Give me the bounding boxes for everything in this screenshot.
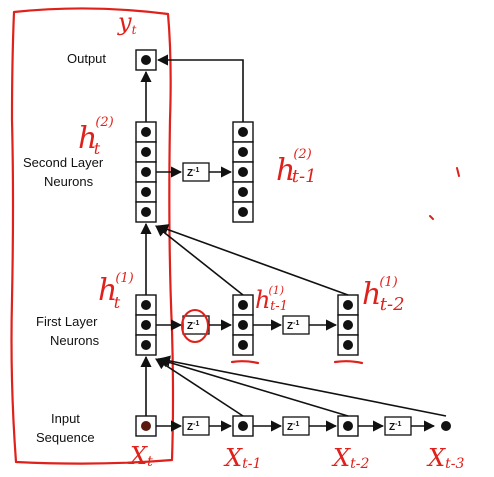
first-layer-column-t [135, 294, 157, 356]
arrow-xt3-to-first [158, 355, 447, 417]
annotation-h2-t: h(2)t [78, 115, 114, 158]
svg-text:Z-1: Z-1 [187, 421, 199, 433]
delay-box-first-layer-2: Z-1 [282, 315, 310, 335]
delay-box-input-3: Z-1 [384, 416, 412, 436]
input-neuron-t-3 [436, 416, 456, 436]
arrow-h2-t1-to-output [156, 54, 244, 122]
annotation-h1-t-2: h(1)t-2 [362, 275, 405, 315]
annotation-x-t-2: Xt-2 [331, 444, 369, 472]
input-neuron-t [135, 415, 157, 437]
annotation-underline-h1-t-2 [333, 360, 364, 365]
annotation-stray-mark-1 [456, 167, 460, 177]
svg-text:Z-1: Z-1 [187, 320, 199, 332]
annotation-h1-t-1: h(1)t-1 [255, 284, 288, 314]
second-layer-label-line2: Neurons [44, 174, 94, 189]
annotation-delay-circle [181, 309, 209, 343]
annotation-h2-t-1: h(2)t-1 [276, 147, 317, 188]
svg-text:Z-1: Z-1 [389, 421, 401, 433]
delay-box-input-2: Z-1 [282, 416, 310, 436]
input-neuron-t-1 [232, 415, 254, 437]
first-layer-label-line1: First Layer [36, 314, 98, 329]
svg-text:Z-1: Z-1 [187, 167, 199, 179]
svg-text:Z-1: Z-1 [287, 320, 299, 332]
arrow-h1-t2-to-second [156, 224, 349, 296]
svg-text:Z-1: Z-1 [287, 421, 299, 433]
annotation-underline-h1-t-1 [230, 360, 260, 365]
annotation-x-t: Xt [128, 442, 153, 470]
annotation-y-t: yt [117, 8, 137, 37]
arrow-xt1-to-first [155, 358, 244, 417]
arrow-xt2-to-first [156, 356, 349, 417]
second-layer-column-t [135, 121, 157, 223]
annotation-x-t-1: Xt-1 [223, 444, 261, 472]
output-neuron [135, 49, 157, 71]
annotation-stray-mark-2 [429, 215, 434, 220]
second-layer-label-line1: Second Layer [23, 155, 104, 170]
first-layer-label-line2: Neurons [50, 333, 100, 348]
output-label: Output [67, 51, 106, 66]
second-layer-column-t-1 [232, 121, 254, 223]
annotation-h1-t: h(1)t [98, 271, 134, 312]
arrow-h1-t1-to-second [155, 225, 244, 296]
annotation-x-t-3: Xt-3 [426, 444, 464, 472]
current-step-highlight-frame [10, 7, 175, 465]
input-neuron-t-2 [337, 415, 359, 437]
input-label-line2: Sequence [36, 430, 95, 445]
first-layer-column-t-2 [337, 294, 359, 356]
delay-box-first-layer-1: Z-1 [182, 315, 210, 335]
first-layer-column-t-1 [232, 294, 254, 356]
input-label-line1: Input [51, 411, 80, 426]
delay-box-second-layer: Z-1 [182, 162, 210, 182]
delay-box-input-1: Z-1 [182, 416, 210, 436]
